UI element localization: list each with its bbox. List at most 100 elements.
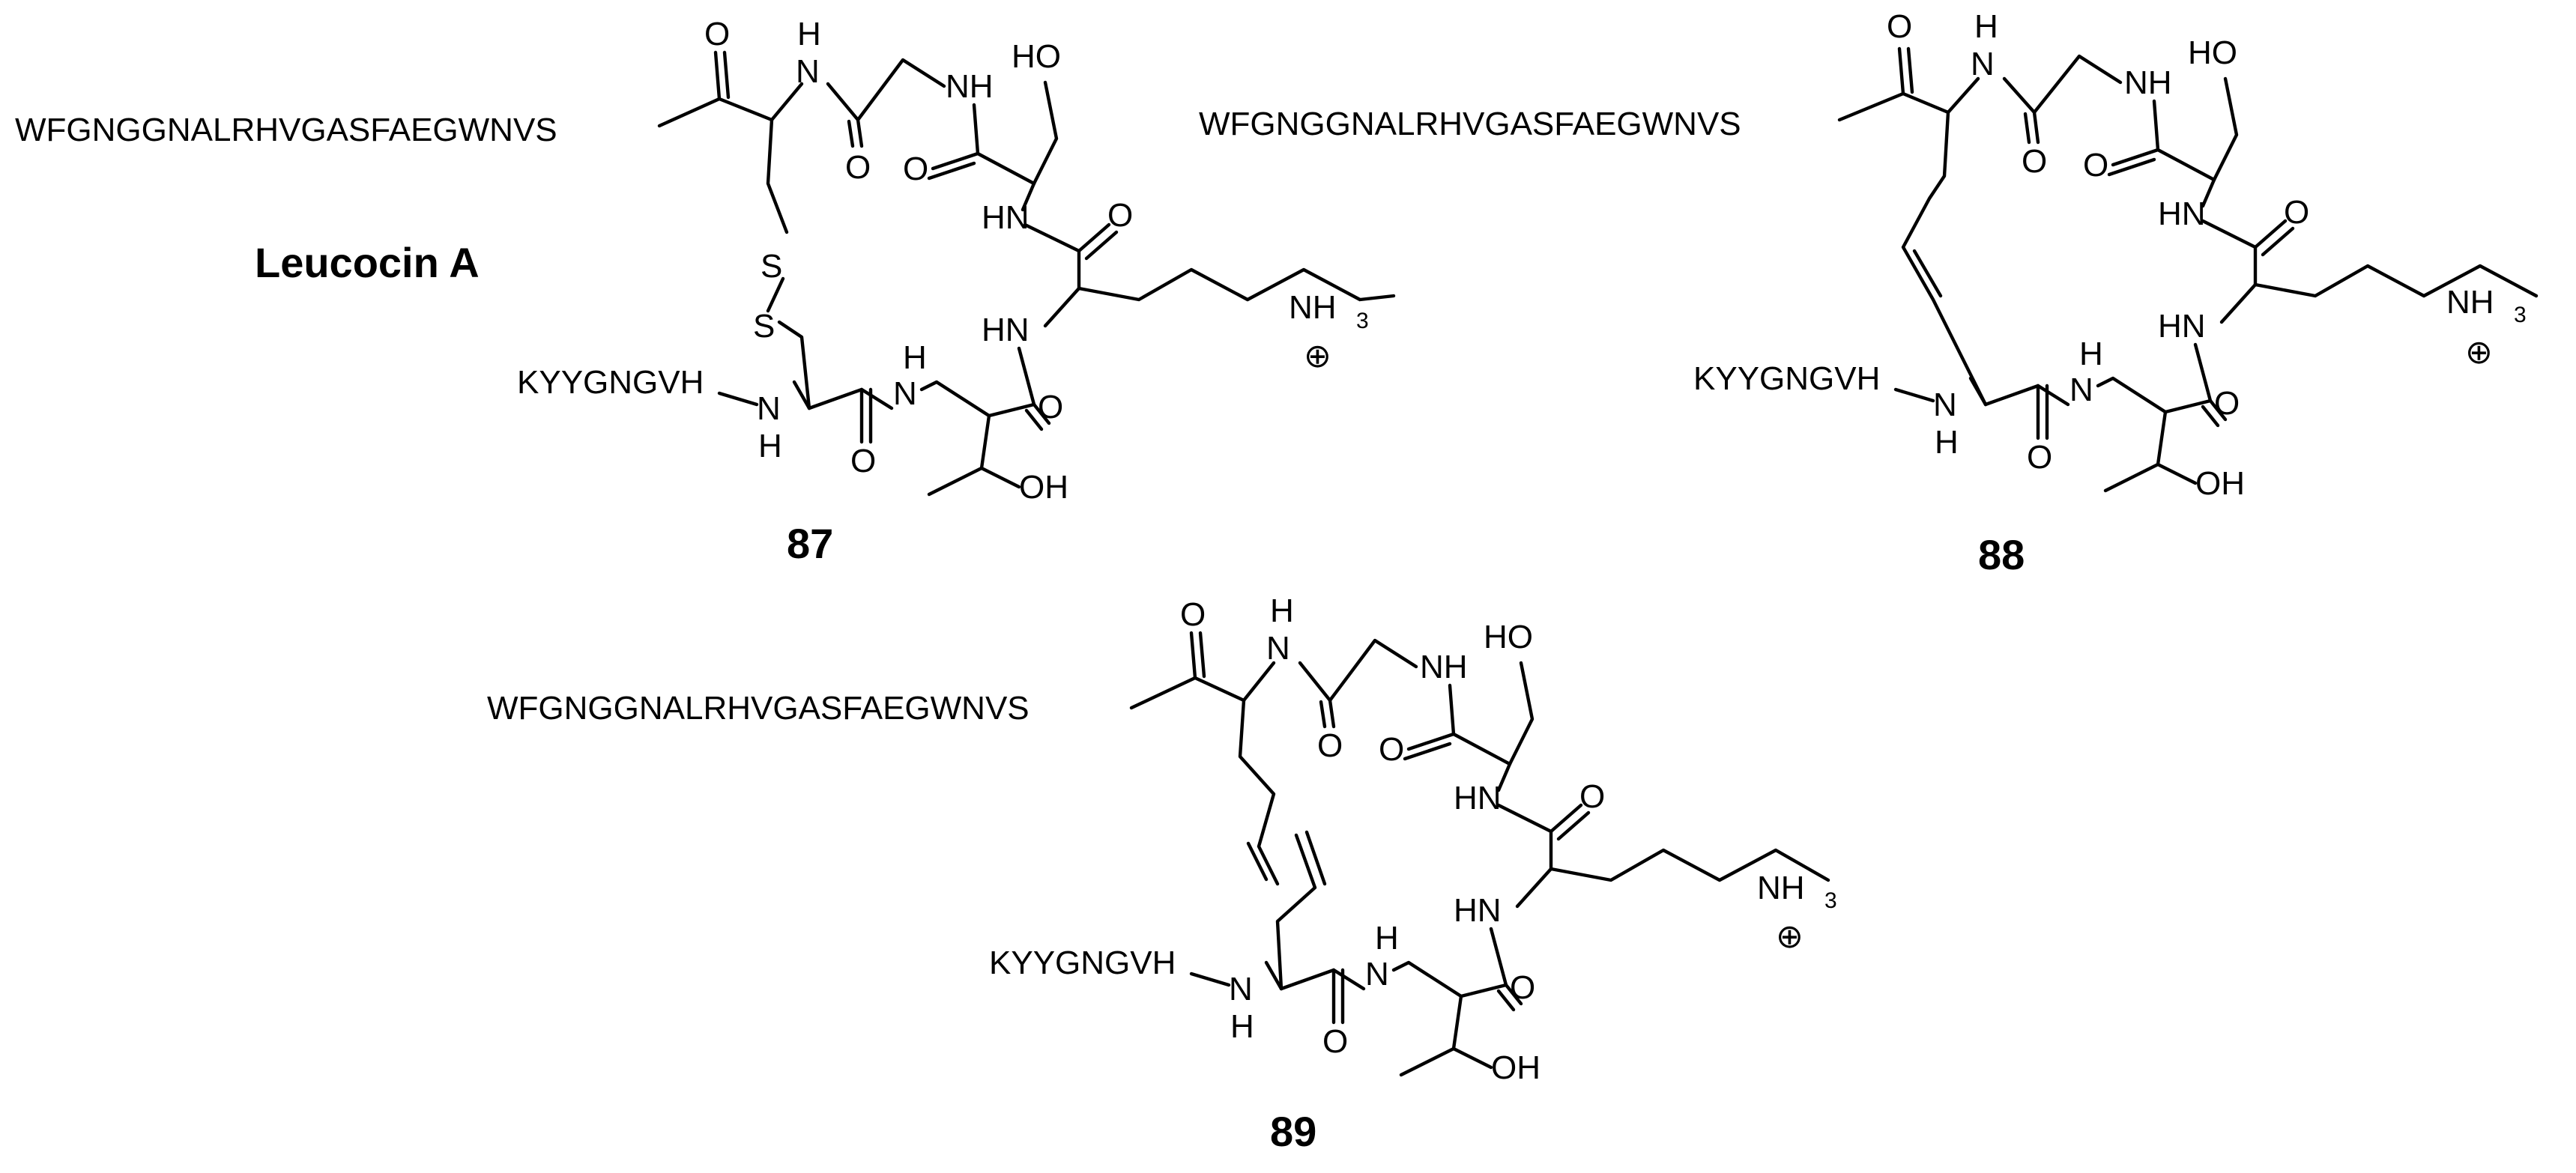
backbone-87-a — [657, 97, 774, 128]
oxygen-89-e: O — [1510, 969, 1535, 1006]
compound-89: WFGNGGNALRHVGASFAEGWNVS O N H O NH O HO … — [487, 592, 1837, 1155]
backbone-88-a — [1837, 91, 1950, 122]
allyl-upper-89 — [1238, 698, 1280, 886]
hydrogen-87-a: H — [797, 16, 821, 52]
backbone-88-c — [2002, 54, 2123, 115]
lys-chain-88 — [2253, 264, 2539, 298]
n-term-88 — [1893, 387, 1935, 403]
thr-sidechain-88 — [2103, 410, 2198, 493]
backbone-89-a — [1129, 676, 1246, 710]
oxygen-87-c: O — [903, 151, 928, 187]
c-terminal-sequence-87: WFGNGGNALRHVGASFAEGWNVS — [15, 112, 557, 148]
carbonyl-88-e — [2201, 398, 2228, 428]
hydrogen-87-f: H — [758, 428, 782, 464]
carbonyl-87-e — [1024, 402, 1051, 431]
oxygen-89-f: O — [1322, 1023, 1348, 1060]
ammonium-sub-88: 3 — [2514, 303, 2527, 327]
backbone-87-j — [807, 387, 894, 410]
n-terminal-sequence-87: KYYGNGVH — [517, 364, 704, 401]
backbone-87-i — [919, 380, 991, 418]
oxygen-89-d: O — [1579, 778, 1605, 815]
n-term-87 — [717, 391, 759, 407]
compound-87: WFGNGGNALRHVGASFAEGWNVS Leucocin A O N H… — [15, 16, 1396, 567]
olefin-double-88 — [1912, 249, 1943, 298]
hydroxyl-89-ser: HO — [1484, 619, 1533, 655]
oxygen-88-d: O — [2284, 194, 2309, 231]
allyl-lower-double-89 — [1304, 830, 1327, 886]
backbone-88-g — [2219, 282, 2258, 324]
thr-sidechain-89 — [1399, 994, 1493, 1077]
hydroxyl-88-ser: HO — [2188, 34, 2237, 71]
allyl-lower-89 — [1275, 833, 1317, 991]
n-terminal-sequence-88: KYYGNGVH — [1693, 360, 1880, 397]
ammonium-sub-87: 3 — [1356, 309, 1369, 333]
amide-88-d: HN — [2158, 308, 2206, 345]
ammonium-89: NH — [1757, 870, 1805, 906]
oxygen-89-c: O — [1379, 731, 1404, 768]
oxygen-88-a: O — [1887, 8, 1912, 45]
amide-87-d: HN — [982, 312, 1030, 348]
amide-89-d: HN — [1454, 892, 1502, 929]
backbone-87-b — [770, 82, 804, 122]
backbone-87-g — [1043, 286, 1081, 328]
amide-88-c: HN — [2158, 196, 2206, 232]
amide-89-e: N — [1365, 956, 1389, 992]
c-terminal-sequence-88: WFGNGGNALRHVGASFAEGWNVS — [1199, 106, 1741, 142]
n-terminal-sequence-89: KYYGNGVH — [989, 945, 1176, 981]
backbone-87-h — [987, 346, 1036, 418]
oxygen-88-b: O — [2022, 143, 2047, 180]
compound-88: WFGNGGNALRHVGASFAEGWNVS O N H O NH O HO … — [1199, 8, 2539, 578]
hydrogen-89-f: H — [1230, 1008, 1254, 1045]
backbone-89-e — [1496, 762, 1512, 792]
ser-sidechain-88 — [2212, 76, 2239, 182]
backbone-87-k — [792, 380, 811, 410]
lys-chain-87 — [1077, 267, 1396, 302]
carbonyl-87-a — [713, 50, 731, 101]
amide-88-b: NH — [2124, 64, 2172, 101]
backbone-89-j — [1279, 968, 1366, 991]
compound-label-87: 87 — [787, 520, 833, 567]
oxygen-89-b: O — [1317, 727, 1343, 764]
carbonyl-89-d — [1549, 803, 1591, 841]
oxygen-88-e: O — [2214, 385, 2240, 422]
amide-88-e: N — [2069, 372, 2093, 408]
carbonyl-87-d — [1077, 222, 1119, 261]
amide-88-a: N — [1971, 46, 1995, 82]
carbonyl-87-c — [927, 151, 980, 181]
amide-89-a: N — [1266, 630, 1290, 667]
allyl-upper-double-89 — [1246, 841, 1269, 882]
hydrogen-87-e: H — [903, 339, 927, 376]
hydrogen-89-a: H — [1270, 592, 1294, 629]
thr-sidechain-87 — [927, 413, 1021, 497]
backbone-88-i — [2096, 376, 2168, 414]
carbonyl-88-a — [1897, 46, 1914, 96]
carbonyl-88-b — [2023, 110, 2040, 145]
carbonyl-88-d — [2253, 219, 2295, 257]
disulfide-87 — [766, 276, 785, 313]
hydrogen-89-e: H — [1375, 920, 1399, 957]
backbone-89-b — [1242, 661, 1276, 703]
oxygen-87-d: O — [1107, 197, 1133, 234]
charge-87: ⊕ — [1304, 338, 1331, 375]
backbone-89-k — [1264, 960, 1284, 991]
molecule-title-leucocin-a: Leucocin A — [255, 239, 480, 286]
ammonium-88: NH — [2446, 284, 2494, 321]
amide-89-c: HN — [1454, 780, 1502, 816]
backbone-87-d — [972, 103, 1036, 186]
carbonyl-89-a — [1189, 631, 1206, 680]
carbonyl-88-c — [2107, 148, 2160, 177]
oxygen-88-c: O — [2083, 147, 2108, 184]
backbone-88-b — [1946, 76, 1980, 115]
oxygen-87-a: O — [704, 16, 730, 52]
ammonium-87: NH — [1289, 289, 1337, 326]
backbone-88-f — [2201, 219, 2258, 287]
carbonyl-87-b — [847, 118, 864, 148]
carbonyl-89-b — [1319, 698, 1336, 729]
oxygen-89-a: O — [1180, 596, 1206, 633]
oxygen-87-b: O — [845, 149, 871, 186]
olefin-bridge-88 — [1901, 110, 1988, 407]
hydroxyl-87-ser: HO — [1012, 38, 1061, 75]
backbone-89-g — [1515, 867, 1553, 909]
ser-sidechain-87 — [1032, 80, 1059, 186]
backbone-87-f — [1023, 222, 1081, 291]
